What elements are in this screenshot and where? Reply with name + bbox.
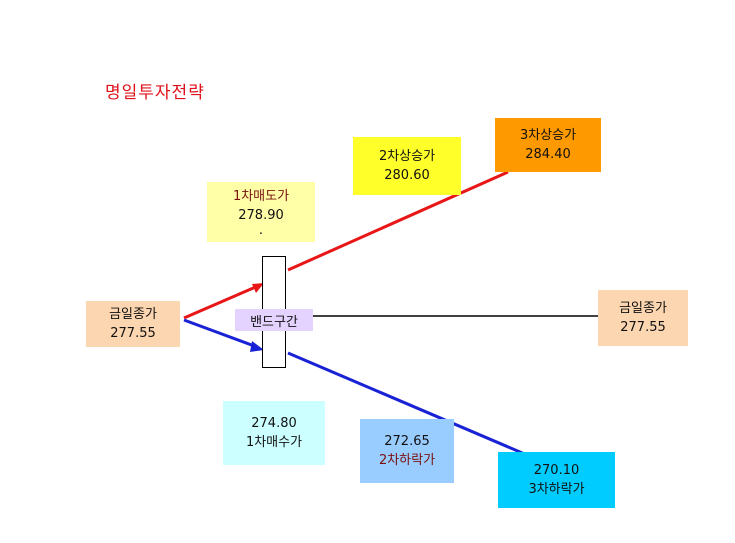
up-arrow-line <box>183 284 259 320</box>
target-close-value: 277.55 <box>620 320 666 335</box>
buy1-value: 274.80 <box>251 416 297 431</box>
buy1-label: 1차매수가 <box>245 435 303 450</box>
fall3-box: 270.10 3차하락가 <box>498 452 615 508</box>
rise2-box: 2차상승가 280.60 <box>353 137 461 195</box>
target-close-label: 금일종가 <box>619 301 667 316</box>
up-trend-line <box>287 170 509 272</box>
down-arrow-line <box>183 318 258 349</box>
buy1-box: 274.80 1차매수가 <box>223 401 325 465</box>
sell1-box: 1차매도가 278.90 . <box>207 182 315 242</box>
fall2-label: 2차하락가 <box>378 453 436 468</box>
fall3-label: 3차하락가 <box>528 482 585 497</box>
fall3-value: 270.10 <box>533 463 580 478</box>
page-title: 명일투자전략 <box>105 83 205 103</box>
current-close-value: 277.55 <box>110 326 156 341</box>
rise2-value: 280.60 <box>384 168 430 183</box>
rise3-value: 284.40 <box>525 147 571 162</box>
down-arrow-head <box>250 341 264 352</box>
rise2-label: 2차상승가 <box>378 149 436 164</box>
rise3-box: 3차상승가 284.40 <box>495 118 601 172</box>
rise3-label: 3차상승가 <box>519 128 577 143</box>
sell1-label: 1차매도가 <box>232 189 290 204</box>
sell1-value: 278.90 <box>238 208 284 223</box>
down-trend-line <box>287 351 528 457</box>
band-label: 밴드구간 <box>235 309 313 331</box>
current-close-label: 금일종가 <box>109 307 157 322</box>
fall2-value: 272.65 <box>384 434 430 449</box>
sell1-note: . <box>258 223 264 238</box>
fall2-box: 272.65 2차하락가 <box>360 419 454 483</box>
current-close-box: 금일종가 277.55 <box>86 301 180 347</box>
up-arrow-head <box>252 283 264 293</box>
target-close-box: 금일종가 277.55 <box>598 290 688 346</box>
